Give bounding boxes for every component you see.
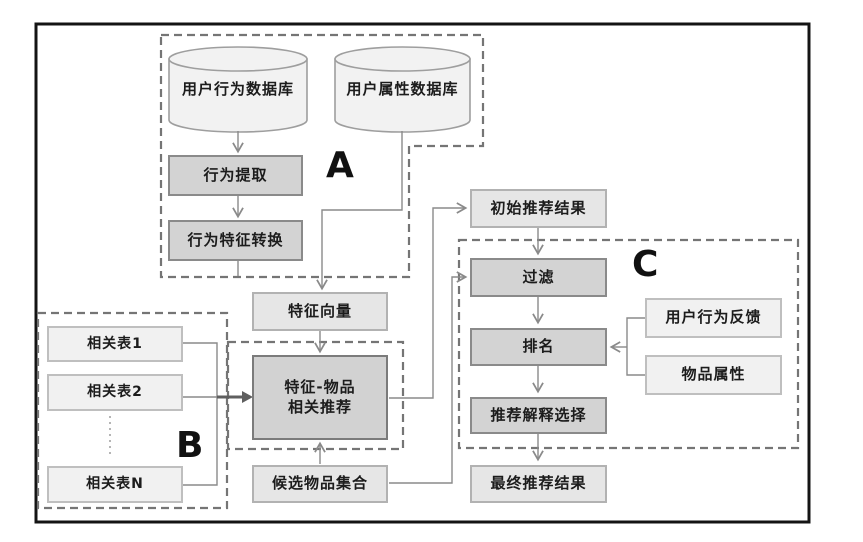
box-ranking: 排名 <box>470 328 607 366</box>
box-behavior-feature-transform: 行为特征转换 <box>168 220 303 261</box>
connector-featureitem-to-initialresult <box>389 202 468 399</box>
section-b-outline <box>36 311 229 510</box>
feature-item-line1: 特征-物品 <box>284 378 356 396</box>
connector-candidate-to-filter <box>389 271 468 484</box>
box-related-table-n: 相关表N <box>47 466 183 503</box>
section-c-label: C <box>632 244 659 285</box>
box-final-result: 最终推荐结果 <box>470 465 607 503</box>
box-candidate-item-set: 候选物品集合 <box>252 465 388 503</box>
bold-arrowhead <box>242 391 253 403</box>
connector-related-tables-collector <box>183 342 218 486</box>
user-behavior-db-cylinder <box>168 46 308 133</box>
box-behavior-extraction: 行为提取 <box>168 155 303 196</box>
box-user-behavior-feedback: 用户行为反馈 <box>645 298 782 338</box>
box-feature-item-recommend: 特征-物品 相关推荐 <box>252 355 388 440</box>
feature-item-line2: 相关推荐 <box>287 397 352 416</box>
box-related-table-1: 相关表1 <box>47 326 183 362</box>
outer-frame <box>34 22 811 524</box>
connector-feedback-attr-bracket <box>626 317 645 376</box>
section-c-outline <box>457 238 800 450</box>
user-behavior-db-label: 用户行为数据库 <box>181 79 294 98</box>
section-a-outline <box>159 33 485 279</box>
box-filter: 过滤 <box>470 258 607 297</box>
section-b-label: B <box>176 425 204 466</box>
user-attribute-db-label: 用户属性数据库 <box>346 79 459 98</box>
box-related-table-2: 相关表2 <box>47 374 183 411</box>
box-item-attributes: 物品属性 <box>645 355 782 395</box>
box-explanation-selection: 推荐解释选择 <box>470 397 607 434</box>
connector-attributedb-to-featurevector <box>316 131 403 291</box>
section-a-label: A <box>326 145 354 186</box>
box-initial-result: 初始推荐结果 <box>470 189 607 228</box>
user-attribute-db-cylinder <box>334 46 471 133</box>
box-feature-vector: 特征向量 <box>252 292 388 331</box>
